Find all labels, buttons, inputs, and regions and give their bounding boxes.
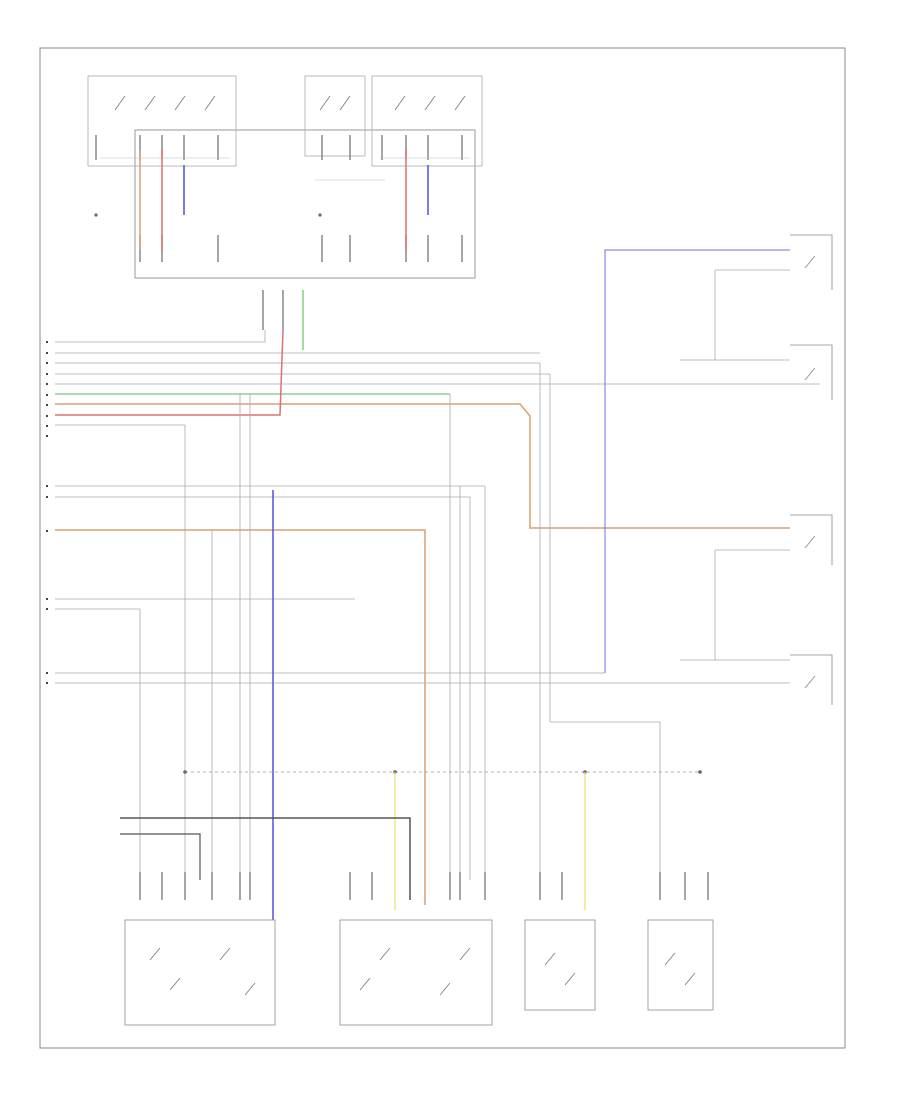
actuator-contacts [149, 947, 696, 996]
ground-symbol-left [94, 213, 98, 217]
front-passenger-lock-actuator [339, 919, 493, 1026]
wire-orange-bus [55, 403, 790, 529]
wire-dark-2 [120, 833, 201, 880]
rear-left-lock-actuator [124, 919, 276, 1026]
gray-bus-wires [55, 330, 820, 684]
passenger-door-switch [524, 919, 596, 1011]
passenger-window-switch-housing [371, 75, 483, 167]
top-switch-cluster [87, 75, 483, 350]
center-switch-housing [304, 75, 366, 157]
ground-symbol-center [318, 213, 322, 217]
left-connector-bus [46, 249, 820, 920]
diagram-frame [39, 47, 846, 1049]
bottom-actuators [124, 872, 714, 1026]
vertical-drops [139, 363, 661, 880]
cluster-bottom-connectors [262, 290, 284, 330]
right-switch-housings [790, 234, 833, 705]
bus-pin-markers [46, 341, 48, 684]
right-switch-wires [680, 269, 790, 661]
switch-contacts [114, 95, 466, 111]
wire-red-bus [55, 329, 284, 416]
right-side-switches [680, 234, 833, 705]
actuator-pin-stubs [139, 872, 709, 900]
rear-right-door-switch [647, 919, 714, 1011]
wire-blue-right-loop [604, 249, 790, 673]
common-ground-bus [120, 770, 702, 910]
wire-orange-bus-2 [55, 529, 426, 905]
wire-dark-1 [120, 817, 411, 900]
pin-stubs [95, 135, 463, 262]
